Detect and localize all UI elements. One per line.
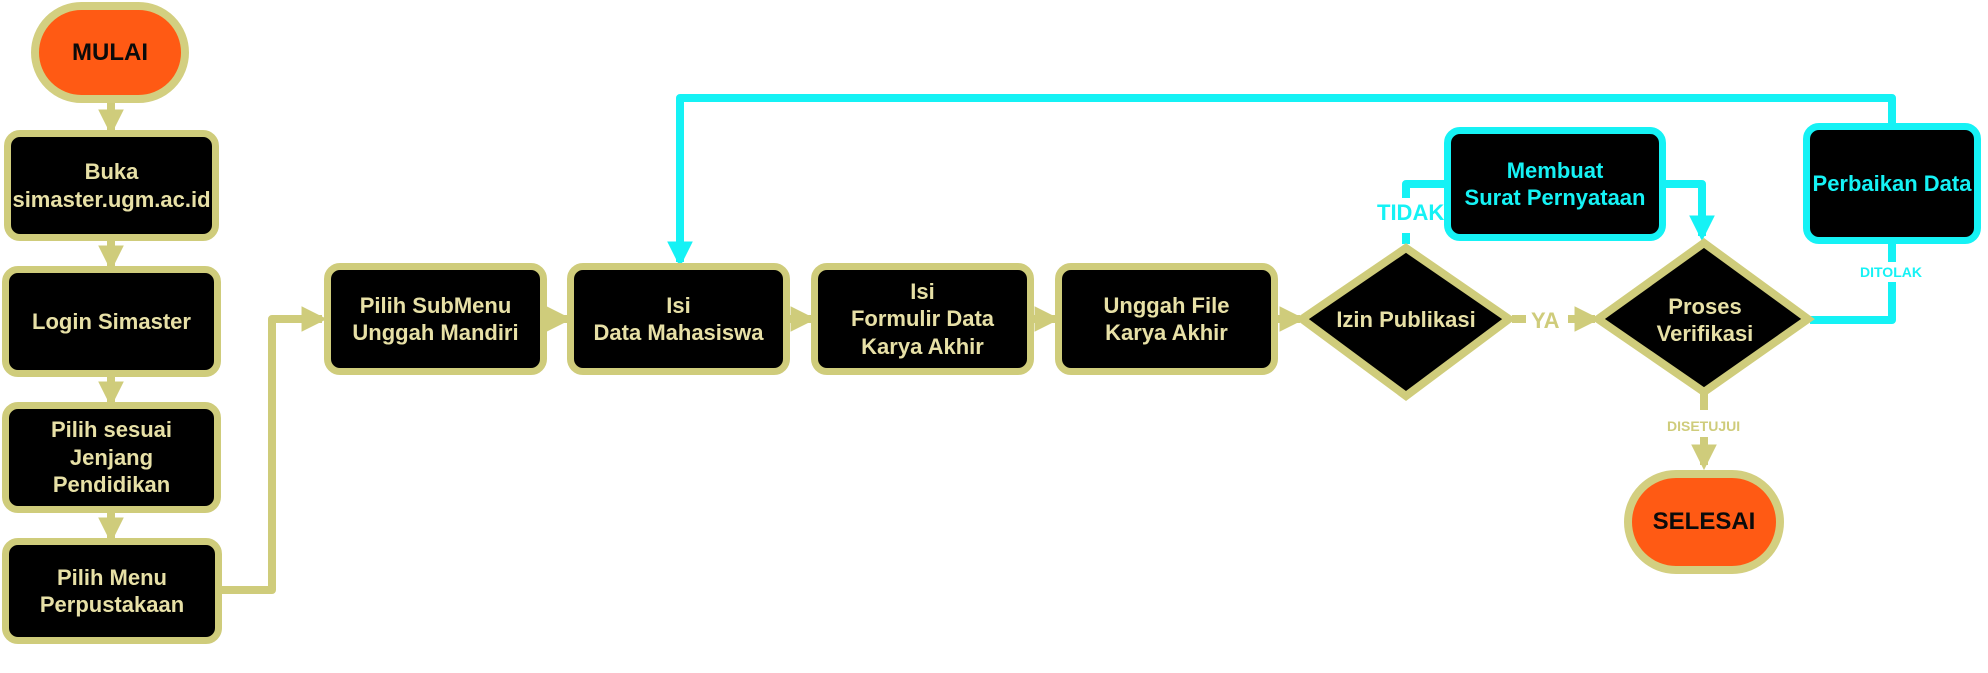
process-choose-level: Pilih sesuai Jenjang Pendidikan	[2, 402, 221, 513]
edge-label-yes: YA	[1531, 308, 1560, 333]
process-fill-form: Isi Formulir Data Karya Akhir	[811, 263, 1034, 375]
end-terminal: SELESAI	[1624, 470, 1784, 574]
process-fix-data: Perbaikan Data	[1803, 123, 1981, 244]
edge-verification-rejected	[1810, 282, 1896, 324]
edge-label-rejected: DITOLAK	[1860, 264, 1922, 280]
process-upload-file: Unggah File Karya Akhir	[1055, 263, 1278, 375]
process-fill-student-data: Isi Data Mahasiswa	[567, 263, 790, 375]
edge-fix-to-student	[667, 94, 1896, 268]
process-open-site: Buka simaster.ugm.ac.id	[4, 130, 219, 241]
decision-publish-permit-label: Izin Publikasi	[1336, 307, 1476, 333]
edge-label-approved: DISETUJUI	[1667, 418, 1741, 434]
process-choose-library: Pilih Menu Perpustakaan	[2, 538, 222, 644]
decision-publish-permit-shape	[1295, 243, 1516, 401]
start-terminal: MULAI	[31, 2, 189, 103]
process-choose-submenu: Pilih SubMenu Unggah Mandiri	[324, 263, 547, 375]
edge-permit-no-to-statement	[1402, 180, 1446, 198]
edge-label-no: TIDAK	[1377, 200, 1445, 225]
process-login: Login Simaster	[2, 266, 221, 377]
decision-verification-shape	[1591, 238, 1815, 397]
edge-library-to-submenu	[222, 306, 328, 594]
edge-statement-to-verification	[1665, 180, 1715, 242]
process-make-statement: Membuat Surat Pernyataan	[1444, 127, 1666, 241]
decision-verification-label: Proses Verifikasi	[1656, 293, 1754, 347]
